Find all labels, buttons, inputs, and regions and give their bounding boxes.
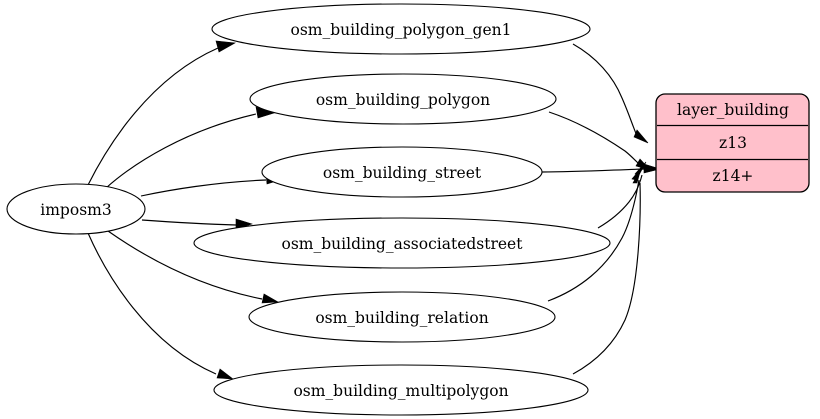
edge-imposm3-to-osm_building_polygon_gen1: [87, 40, 236, 186]
edge-path: [107, 230, 263, 300]
edge-path: [572, 182, 641, 375]
node-shape-ellipse[interactable]: [211, 3, 591, 55]
edge-path: [105, 113, 257, 189]
table-row-label-z13: z13: [719, 134, 747, 152]
arrowhead-icon: [215, 40, 236, 53]
arrowhead-icon: [643, 163, 662, 174]
node-shape-ellipse[interactable]: [248, 291, 556, 343]
edge-path: [87, 47, 219, 186]
edge-path: [597, 174, 643, 229]
table-row-label-header: layer_building: [677, 101, 789, 119]
node-label-osm-building-multipolygon: osm_building_multipolygon: [293, 382, 508, 400]
node-label-imposm3: imposm3: [40, 201, 111, 219]
edge-osm_building_polygon_gen1-to-layer_building-z13: [572, 43, 649, 144]
node-osm_building_polygon[interactable]: osm_building_polygon: [249, 73, 557, 125]
node-imposm3[interactable]: imposm3: [6, 183, 146, 235]
edge-path: [547, 179, 640, 302]
node-layer-building-table[interactable]: layer_building z13 z14+: [655, 93, 810, 193]
node-shape-ellipse[interactable]: [249, 73, 557, 125]
node-label-osm-building-relation: osm_building_relation: [315, 309, 488, 327]
node-osm_building_relation[interactable]: osm_building_relation: [248, 291, 556, 343]
arrowhead-icon: [261, 293, 280, 304]
edge-path: [548, 111, 639, 164]
edge-osm_building_polygon-to-layer_building-z14plus: [548, 111, 651, 171]
node-shape-ellipse[interactable]: [193, 217, 611, 269]
node-shape-ellipse[interactable]: [6, 183, 146, 235]
edge-path: [140, 179, 267, 197]
node-shape-ellipse[interactable]: [261, 146, 543, 198]
edge-path: [572, 43, 638, 137]
edge-osm_building_multipolygon-to-layer_building-z14plus: [572, 167, 642, 375]
edge-imposm3-to-osm_building_polygon: [105, 106, 275, 189]
node-shape-ellipse[interactable]: [213, 364, 589, 416]
node-label-osm-building-associatedstreet: osm_building_associatedstreet: [282, 235, 524, 253]
edge-osm_building_street-to-layer_building-z14plus: [541, 163, 662, 174]
edge-group-target: [541, 43, 662, 375]
node-osm_building_polygon_gen1[interactable]: osm_building_polygon_gen1: [211, 3, 591, 55]
edge-imposm3-to-osm_building_street: [140, 173, 285, 197]
table-row-label-z14plus: z14+: [713, 167, 754, 185]
arrowhead-icon: [633, 129, 649, 144]
node-label-osm-building-polygon-gen1: osm_building_polygon_gen1: [291, 21, 512, 39]
edge-path: [87, 232, 217, 375]
edge-path: [141, 219, 237, 226]
edge-imposm3-to-osm_building_relation: [107, 230, 280, 304]
node-osm_building_multipolygon[interactable]: osm_building_multipolygon: [213, 364, 589, 416]
edge-path: [541, 168, 645, 173]
arrowhead-icon: [216, 368, 234, 380]
edge-imposm3-to-osm_building_multipolygon: [87, 232, 234, 380]
edge-group-source: [87, 40, 285, 380]
arrowhead-icon: [632, 167, 642, 184]
node-osm_building_street[interactable]: osm_building_street: [261, 146, 543, 198]
node-label-osm-building-street: osm_building_street: [323, 164, 482, 182]
node-osm_building_associatedstreet[interactable]: osm_building_associatedstreet: [193, 217, 611, 269]
node-label-osm-building-polygon: osm_building_polygon: [316, 91, 490, 109]
table-background[interactable]: [655, 93, 810, 193]
